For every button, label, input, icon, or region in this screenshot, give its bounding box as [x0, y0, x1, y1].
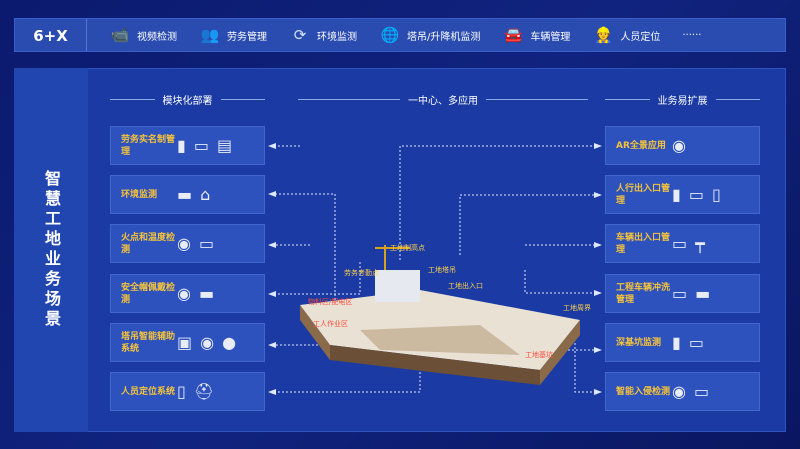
card-label: 劳务实名制管理: [121, 134, 176, 157]
card-label: 智能入侵检测: [616, 386, 671, 397]
device-icon: ▮: [177, 136, 186, 155]
right-card[interactable]: 工程车辆冲洗管理▭ ▬: [605, 274, 760, 313]
label: 人员定位: [620, 31, 661, 43]
device-icon: ▭: [193, 136, 209, 155]
label: 塔吊/升降机监测: [407, 31, 481, 43]
device-icon: ▯: [177, 382, 186, 401]
device-icon: ▬: [695, 284, 711, 303]
section-right-title: 业务易扩展: [657, 96, 708, 107]
brand: 6+X: [15, 19, 87, 51]
site-label-material: 物料区/配电区: [308, 298, 353, 306]
left-card[interactable]: 环境监测 ▬ ⌂: [110, 175, 265, 214]
site-label-entrance: 工地出入口: [448, 282, 483, 290]
side-title-text: 智慧工地业务场景: [42, 170, 61, 330]
card-label: 深基坑监测: [616, 337, 662, 348]
topbar-item-labor[interactable]: 👥 劳务管理: [199, 25, 267, 45]
card-label: AR全景应用: [616, 140, 666, 151]
device-icon: ◉: [177, 284, 191, 303]
globe-icon: 🌐: [380, 26, 400, 44]
device-icon: ◉: [177, 234, 191, 253]
topbar-item-vehicle[interactable]: 🚘 车辆管理: [502, 25, 570, 45]
device-icon: ◉: [672, 382, 686, 401]
device-icon: ▭: [688, 185, 704, 204]
right-card[interactable]: 深基坑监测 ▮ ▭: [605, 323, 760, 362]
more-label: ······: [682, 29, 702, 41]
card-label: 火点和温度检测: [121, 232, 176, 255]
site-label-perimeter: 工地周界: [563, 304, 591, 312]
label: 车辆管理: [530, 31, 571, 43]
topbar-item-personnel[interactable]: 👷 人员定位: [592, 25, 660, 45]
topbar-item-env[interactable]: ⟳ 环境监测: [289, 25, 357, 45]
label: 环境监测: [317, 31, 357, 43]
right-card[interactable]: 智能入侵检测◉ ▭: [605, 372, 760, 411]
worker-icon: 👷: [594, 26, 613, 44]
left-card[interactable]: 塔吊智能辅助系统▣ ◉ ●: [110, 323, 265, 362]
section-right: 业务易扩展: [605, 92, 760, 107]
topbar-more[interactable]: ······: [682, 30, 701, 41]
site-label-high-point: 工地制高点: [390, 244, 425, 252]
right-card[interactable]: 人行出入口管理▮ ▭ ▯: [605, 175, 760, 214]
left-card[interactable]: 人员定位系统▯ ⛑: [110, 372, 265, 411]
device-icon: ▭: [198, 234, 215, 253]
device-icon: ▮: [672, 333, 681, 352]
cctv-camera-icon: 📹: [110, 26, 130, 44]
device-icon: ▭: [693, 382, 710, 401]
card-label: 安全帽佩戴检测: [121, 282, 176, 305]
label: 视频检测: [137, 31, 177, 43]
side-title: 智慧工地业务场景: [14, 68, 88, 432]
left-card[interactable]: 安全帽佩戴检测◉ ▬: [110, 274, 265, 313]
people-group-icon: 👥: [200, 26, 220, 44]
device-icon: ▭: [688, 333, 704, 352]
card-label: 人员定位系统: [121, 386, 176, 397]
device-icon: ◉: [672, 136, 686, 155]
device-icon: ▬: [198, 284, 215, 303]
device-icon: ┯: [695, 234, 705, 253]
label: 劳务管理: [227, 31, 267, 43]
topbar-item-crane[interactable]: 🌐 塔吊/升降机监测: [379, 25, 481, 45]
card-label: 工程车辆冲洗管理: [616, 282, 671, 305]
device-icon: ▭: [672, 284, 688, 303]
device-icon: ▮: [672, 185, 681, 204]
section-left-title: 模块化部署: [162, 96, 213, 107]
section-center-title: 一中心、多应用: [408, 96, 478, 107]
section-left: 模块化部署: [110, 92, 265, 107]
site-label-work-area: 工人作业区: [313, 320, 348, 328]
device-icon: ◉: [200, 333, 215, 352]
right-card[interactable]: AR全景应用 ◉: [605, 126, 760, 165]
device-icon: ▯: [711, 185, 721, 204]
device-icon: ▭: [672, 234, 688, 253]
card-label: 环境监测: [121, 189, 158, 200]
device-icon: ⌂: [200, 185, 211, 204]
right-card[interactable]: 车辆出入口管理▭ ┯: [605, 224, 760, 263]
top-bar: 6+X 📹 视频检测 👥 劳务管理 ⟳ 环境监测 🌐 塔吊/升降机监测 🚘 车辆管理 👷 人…: [14, 18, 786, 52]
device-icon: ⛑: [193, 382, 215, 401]
card-label: 车辆出入口管理: [616, 232, 671, 255]
device-icon: ▬: [177, 185, 193, 204]
car-icon: 🚘: [504, 26, 523, 44]
recycle-icon: ⟳: [293, 26, 307, 44]
site-label-pit: 工地基坑: [525, 351, 553, 359]
card-label: 塔吊智能辅助系统: [121, 331, 176, 354]
device-icon: ▤: [216, 136, 233, 155]
site-label-attendance: 劳务考勤点: [344, 269, 379, 277]
site-label-tower-crane: 工地塔吊: [428, 266, 456, 274]
device-icon: ▣: [177, 333, 193, 352]
left-card[interactable]: 劳务实名制管理▮ ▭ ▤: [110, 126, 265, 165]
topbar-item-video[interactable]: 📹 视频检测: [109, 25, 177, 45]
left-card[interactable]: 火点和温度检测◉ ▭: [110, 224, 265, 263]
section-center: 一中心、多应用: [298, 92, 588, 107]
card-label: 人行出入口管理: [616, 183, 671, 206]
device-icon: ●: [222, 333, 237, 352]
